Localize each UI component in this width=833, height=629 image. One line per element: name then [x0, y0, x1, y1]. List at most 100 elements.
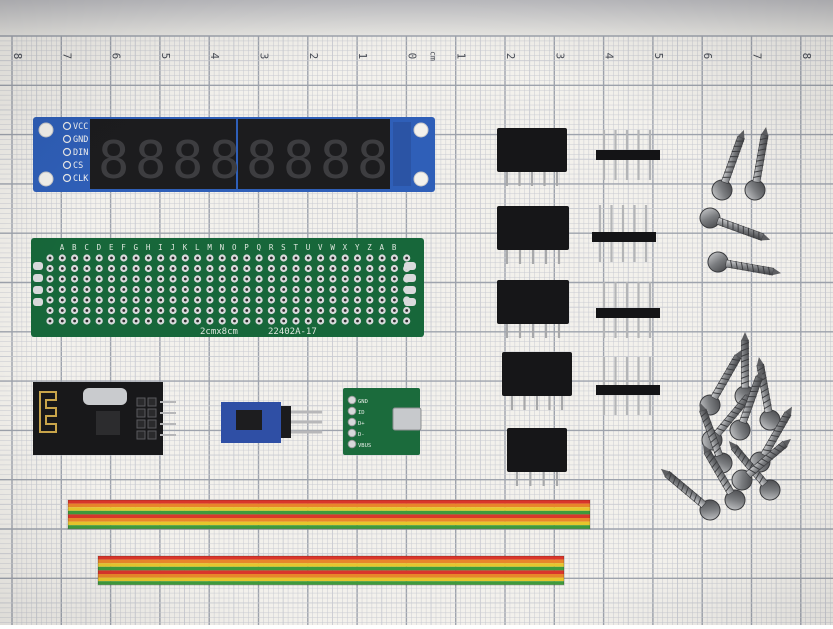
protoboard-column-letter: T — [293, 243, 298, 252]
display-pin-label: CS — [73, 161, 83, 171]
male-header-body — [596, 385, 660, 395]
protoboard-column-letter: I — [158, 243, 163, 252]
protoboard-part-label: 22402A-17 — [268, 327, 317, 337]
display-pin-label: GND — [73, 135, 88, 145]
female-header — [497, 206, 569, 250]
usb-pin-label: VBUS — [358, 443, 371, 449]
ribbon-wire — [68, 500, 590, 504]
ruler-number: 2 — [504, 53, 517, 60]
display-digit: 8 — [98, 131, 129, 191]
protoboard-column-letter: A — [380, 243, 385, 252]
ruler-number: 1 — [455, 53, 468, 60]
ribbon-wire — [68, 525, 590, 529]
protoboard-column-letter: F — [121, 243, 126, 252]
ruler-number: 4 — [603, 53, 616, 60]
protoboard-size-label: 2cmx8cm — [200, 327, 238, 337]
ribbon-wire — [68, 514, 590, 518]
display-digit: 8 — [172, 131, 203, 191]
protoboard-edge-pad — [404, 262, 416, 270]
display-digit: 8 — [283, 131, 314, 191]
usb-pin-label: ID — [358, 410, 365, 416]
ribbon-wire — [68, 518, 590, 522]
male-header-body — [596, 150, 660, 160]
ribbon-wire — [98, 581, 564, 585]
ribbon-cable — [97, 555, 565, 586]
nrf24-pin — [136, 408, 146, 418]
ruler-number: 4 — [208, 53, 221, 60]
ruler-number: 3 — [553, 53, 566, 60]
ruler-number: 6 — [701, 53, 714, 60]
protoboard-column-letter: D — [97, 243, 102, 252]
protoboard-column-letter: O — [232, 243, 237, 252]
protoboard-edge-pad — [33, 298, 43, 306]
nrf24-pin — [147, 419, 157, 429]
male-header-body — [596, 308, 660, 318]
female-header — [507, 428, 567, 472]
protoboard-edge-pad — [33, 262, 43, 270]
protoboard-column-letter: K — [183, 243, 188, 252]
protoboard-edge-pad — [404, 274, 416, 282]
display-pin-label: DIN — [73, 148, 88, 158]
protoboard-column-letter: H — [146, 243, 151, 252]
ribbon-wire — [68, 510, 590, 515]
protoboard-edge-pad — [404, 298, 416, 306]
ruler-number: 1 — [356, 53, 369, 60]
ruler-number: 5 — [159, 53, 172, 60]
display-digit: 8 — [135, 131, 166, 191]
protoboard-edge-pad — [33, 286, 43, 294]
ruler-number: 7 — [751, 53, 764, 60]
ruler-number: 0 — [405, 53, 418, 60]
protoboard-column-letter: J — [170, 243, 175, 252]
protoboard-column-letter: W — [330, 243, 335, 252]
protoboard-column-letter: S — [281, 243, 286, 252]
ribbon-wire — [98, 570, 564, 574]
nrf24-pin — [136, 397, 146, 407]
ribbon-wire — [98, 556, 564, 560]
protoboard-edge-pad — [404, 286, 416, 294]
usb-pin-label: D- — [358, 432, 365, 438]
usb-pin-label: D+ — [358, 421, 365, 427]
nrf24-pin — [147, 397, 157, 407]
nrf24-pin — [136, 430, 146, 440]
protoboard-column-letter: U — [306, 243, 311, 252]
ruler-number: 2 — [307, 53, 320, 60]
ruler-number: 7 — [60, 53, 73, 60]
protoboard-column-letter: P — [244, 243, 249, 252]
protoboard-column-letter: V — [318, 243, 323, 252]
top-shadow-band — [0, 0, 833, 36]
display-digit: 8 — [209, 131, 240, 191]
protoboard-column-letter: G — [134, 243, 139, 252]
ribbon-wire — [68, 521, 590, 526]
ribbon-wire — [98, 566, 564, 571]
protoboard-column-letter: B — [392, 243, 397, 252]
protoboard-column-letter: R — [269, 243, 274, 252]
female-header — [502, 352, 572, 396]
ribbon-wire — [98, 563, 564, 567]
protoboard-column-letter: N — [220, 243, 225, 252]
display-digit: 8 — [357, 131, 388, 191]
usb-pin-label: GND — [358, 399, 368, 405]
ruler-number: 5 — [652, 53, 665, 60]
display-digit: 8 — [246, 131, 277, 191]
protoboard-column-letter: E — [109, 243, 114, 252]
nrf24-pin — [147, 408, 157, 418]
display-pin-label: CLK — [73, 174, 89, 184]
ruler-number: 6 — [110, 53, 123, 60]
nrf24-pin — [147, 430, 157, 440]
ribbon-wire — [98, 577, 564, 582]
ribbon-cable — [67, 499, 591, 530]
ribbon-wire — [68, 507, 590, 511]
micro-usb-breakout: GND ID D+ D- VBUS — [343, 388, 422, 455]
protoboard-column-letter: Y — [355, 243, 360, 252]
protoboard-column-letter: X — [343, 243, 348, 252]
protoboard-column-letter: Q — [257, 243, 262, 252]
ruler-number: 8 — [11, 53, 24, 60]
protoboard-column-letter: A — [60, 243, 65, 252]
display-pin-label: VCC — [73, 122, 88, 132]
ruler-unit: cm — [428, 51, 437, 61]
protoboard-column-letter: M — [207, 243, 212, 252]
protoboard-edge-pad — [33, 274, 43, 282]
